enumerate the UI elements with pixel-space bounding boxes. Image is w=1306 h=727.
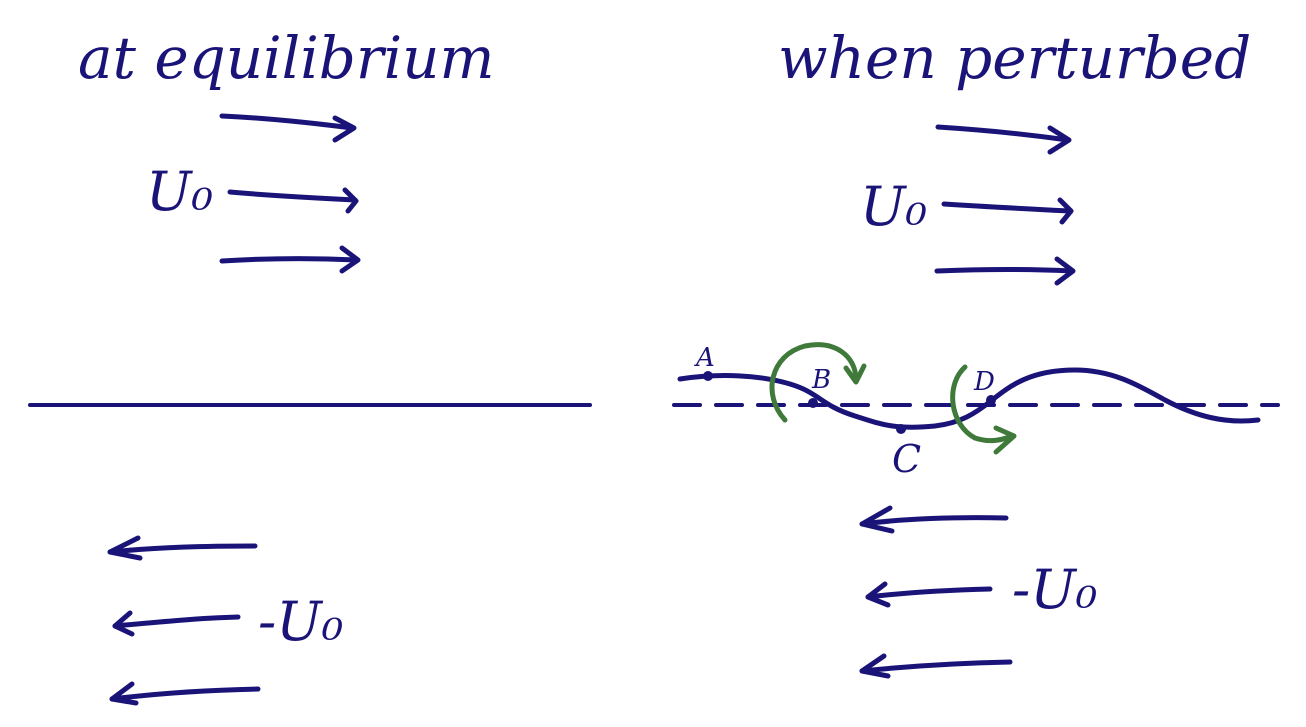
right-lower-flow-label: -U₀: [1012, 558, 1097, 621]
right-arrow-icon: [219, 245, 361, 274]
right-panel: when perturbed U₀: [672, 24, 1280, 679]
left-arrow-icon: [859, 505, 1009, 534]
point-b-label: B: [811, 365, 831, 395]
rotation-arrow-d-icon: [950, 364, 1017, 455]
left-upper-arrows: [219, 113, 361, 274]
right-upper-arrows: [934, 124, 1076, 286]
right-lower-arrows: [859, 505, 1013, 679]
interface-points: [703, 371, 996, 434]
point-c-label: C: [892, 437, 921, 481]
left-panel-title: at equilibrium: [78, 24, 495, 92]
point-d-marker: [986, 395, 996, 405]
right-panel-title: when perturbed: [778, 24, 1251, 92]
left-arrow-icon: [859, 653, 1013, 679]
point-b-marker: [808, 398, 818, 408]
left-arrow-icon: [112, 610, 241, 637]
right-arrow-icon: [941, 197, 1074, 225]
right-arrow-icon: [227, 187, 359, 214]
point-a-label: A: [694, 343, 715, 373]
left-panel: at equilibrium U₀: [28, 24, 592, 706]
right-arrow-icon: [935, 124, 1072, 155]
right-upper-flow-label: U₀: [860, 175, 927, 238]
left-upper-flow-label: U₀: [146, 160, 213, 223]
perturbed-interface-curve: [677, 367, 1261, 430]
left-arrow-icon: [107, 535, 258, 561]
left-arrow-icon: [865, 581, 993, 608]
left-lower-flow-label: -U₀: [258, 590, 343, 653]
left-arrow-icon: [109, 681, 261, 706]
right-arrow-icon: [219, 113, 357, 143]
right-arrow-icon: [934, 256, 1076, 286]
rotation-arrow-b-icon: [769, 342, 867, 423]
point-a-marker: [703, 371, 713, 381]
point-d-label: D: [973, 367, 995, 397]
left-lower-arrows: [107, 535, 261, 706]
point-c-marker: [896, 424, 906, 434]
